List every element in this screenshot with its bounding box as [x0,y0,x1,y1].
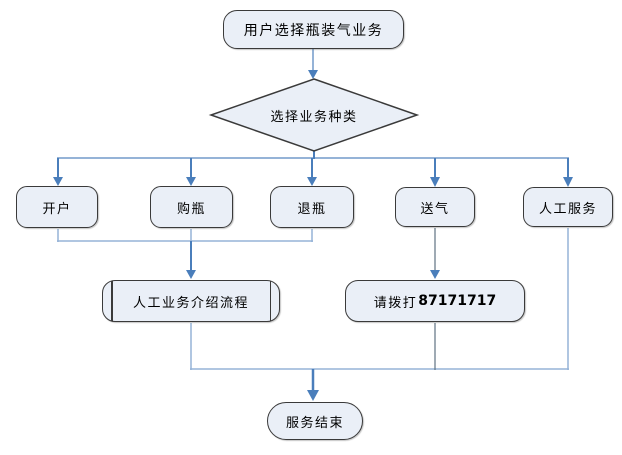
node-buy-bottle-label: 购瓶 [176,201,206,217]
node-phone-prefix: 请拨打 [373,295,418,311]
node-manual-process-label: 人工业务介绍流程 [132,295,249,311]
decision-diamond-shape [208,78,420,152]
node-decision-label: 选择业务种类 [270,109,358,125]
node-start: 用户选择瓶装气业务 [223,10,404,49]
node-manual-service: 人工服务 [523,187,613,227]
node-deliver-gas-label: 送气 [420,201,450,217]
predefined-process-bar-right [269,281,271,321]
node-open-account: 开户 [16,186,98,228]
node-open-account-label: 开户 [42,201,72,217]
node-end-label: 服务结束 [285,415,344,431]
node-manual-process: 人工业务介绍流程 [102,280,280,322]
node-start-label: 用户选择瓶装气业务 [243,22,384,39]
node-decision: 选择业务种类 [211,80,417,150]
node-buy-bottle: 购瓶 [150,186,233,228]
node-return-bottle: 退瓶 [270,186,354,228]
node-manual-service-label: 人工服务 [538,201,597,217]
node-end: 服务结束 [267,402,363,440]
predefined-process-bar-left [111,281,113,321]
node-deliver-gas: 送气 [395,187,475,227]
node-return-bottle-label: 退瓶 [297,201,327,217]
node-phone-number: 87171717 [418,293,497,309]
